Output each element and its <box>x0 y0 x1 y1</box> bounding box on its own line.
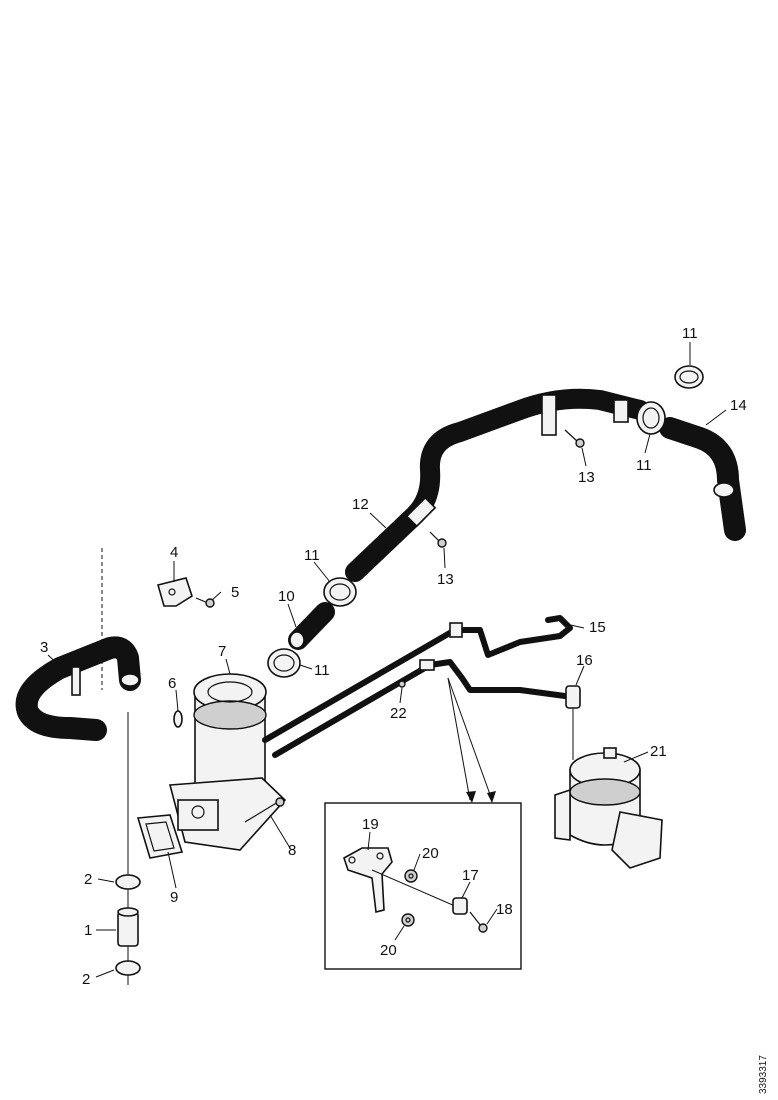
callout-20: 20 <box>380 942 397 959</box>
sleeve-1 <box>117 907 139 947</box>
leader-lines <box>47 342 727 978</box>
gasket-9 <box>136 814 184 859</box>
bolt-5 <box>195 597 215 608</box>
callout-labels: 11 14 11 13 12 13 11 4 5 10 15 3 7 11 16… <box>40 325 747 988</box>
callout-11: 11 <box>682 325 698 342</box>
nut-20-upper <box>404 869 418 883</box>
pipe-12 <box>345 388 650 582</box>
callout-11: 11 <box>636 457 652 474</box>
seal-2-lower <box>115 960 141 976</box>
callout-14: 14 <box>730 397 747 414</box>
callout-2: 2 <box>84 871 92 888</box>
callout-1: 1 <box>84 922 92 939</box>
canister-7 <box>168 673 287 851</box>
callout-7: 7 <box>218 643 226 660</box>
connector-16 <box>565 685 581 709</box>
bracket-19 <box>343 847 393 913</box>
clamp-11-lower <box>267 648 301 678</box>
callout-15: 15 <box>589 619 606 636</box>
callout-8: 8 <box>288 842 296 859</box>
clamp-11-top <box>674 365 704 389</box>
hose-3 <box>15 636 141 741</box>
clamp-11-upper-left <box>323 577 357 607</box>
callout-22: 22 <box>390 705 407 722</box>
oring-6 <box>173 710 183 728</box>
pipe-14 <box>659 417 746 541</box>
bolt-18 <box>469 911 488 933</box>
callout-5: 5 <box>231 584 239 601</box>
callout-13: 13 <box>578 469 595 486</box>
callout-3: 3 <box>40 639 48 656</box>
callout-2: 2 <box>82 971 90 988</box>
callout-12: 12 <box>352 496 369 513</box>
callout-6: 6 <box>168 675 176 692</box>
callout-11: 11 <box>304 547 320 564</box>
detail-inset <box>324 802 522 970</box>
bolt-8 <box>244 797 285 823</box>
pipe-15 <box>262 615 573 743</box>
callout-11: 11 <box>314 662 330 679</box>
callout-13: 13 <box>437 571 454 588</box>
nut-20-lower <box>401 913 415 927</box>
callout-20: 20 <box>422 845 439 862</box>
drawing-reference: 3393317 <box>758 1055 769 1094</box>
canister-21 <box>554 747 663 869</box>
callout-16: 16 <box>576 652 593 669</box>
callout-18: 18 <box>496 901 513 918</box>
callout-4: 4 <box>170 544 178 561</box>
callout-21: 21 <box>650 743 667 760</box>
bolt-13-upper <box>564 429 585 448</box>
clip-17 <box>452 897 468 915</box>
callout-9: 9 <box>170 889 178 906</box>
bracket-4 <box>157 577 193 607</box>
callout-17: 17 <box>462 867 479 884</box>
pipe-10 <box>288 602 335 650</box>
pipe-22 <box>272 659 568 758</box>
seal-2-upper <box>115 874 141 890</box>
callout-10: 10 <box>278 588 295 605</box>
callout-19: 19 <box>362 816 379 833</box>
clamp-11-mid <box>636 401 666 435</box>
bolt-13-lower <box>429 531 447 548</box>
